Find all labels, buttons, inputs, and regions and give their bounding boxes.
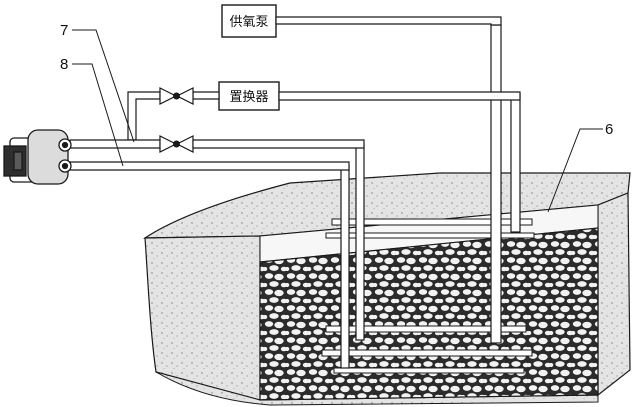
replacer-riser [510,93,521,233]
oxygen-riser [490,24,502,344]
replacer-pipe-left [127,91,161,141]
bottom-pipe-grid-3 [333,367,525,374]
lower-gas-line [69,135,365,171]
distribution-pipes [321,218,535,374]
pump-body [27,129,69,185]
soil-top-surface [142,172,631,239]
replacer-unit: 置换器 [127,81,521,141]
gas-line-8-riser [340,165,350,369]
label-8: 8 [60,56,68,73]
valve-lower-left [159,135,178,153]
valve-lower-center [173,140,180,148]
soil-body [142,172,631,406]
top-pipe-grid [331,218,533,226]
leader-7 [72,29,135,143]
oxygen-pump-box [221,4,277,38]
replacer-pipe-right [278,91,521,101]
vacuum-pump [3,129,72,185]
replacer-box [218,81,280,111]
oxygen-pump-unit: 供氧泵 [221,4,502,38]
oxygen-pump-label: 供氧泵 [229,15,268,30]
label-7: 7 [60,22,68,39]
callouts [72,29,603,213]
pump-port-upper-inner [61,141,69,149]
gas-line-7-riser [355,143,365,341]
replacer-label: 置换器 [229,90,268,105]
lower-pipe-right [192,139,365,149]
pipe-8 [69,161,350,171]
oxygen-pipe [275,16,502,26]
bottom-pipe-grid [325,325,527,333]
top-pipe-grid-2 [325,232,535,239]
leader-6 [547,128,603,213]
valve-upper [159,87,194,105]
leader-8 [72,63,124,167]
label-6: 6 [605,121,613,138]
soil-right-wall [597,192,631,397]
pump-fins [13,151,23,171]
valve-pipe-upper [192,91,220,100]
pump-port-lower-inner [61,162,69,170]
bottom-pipe-grid-2 [321,349,533,357]
